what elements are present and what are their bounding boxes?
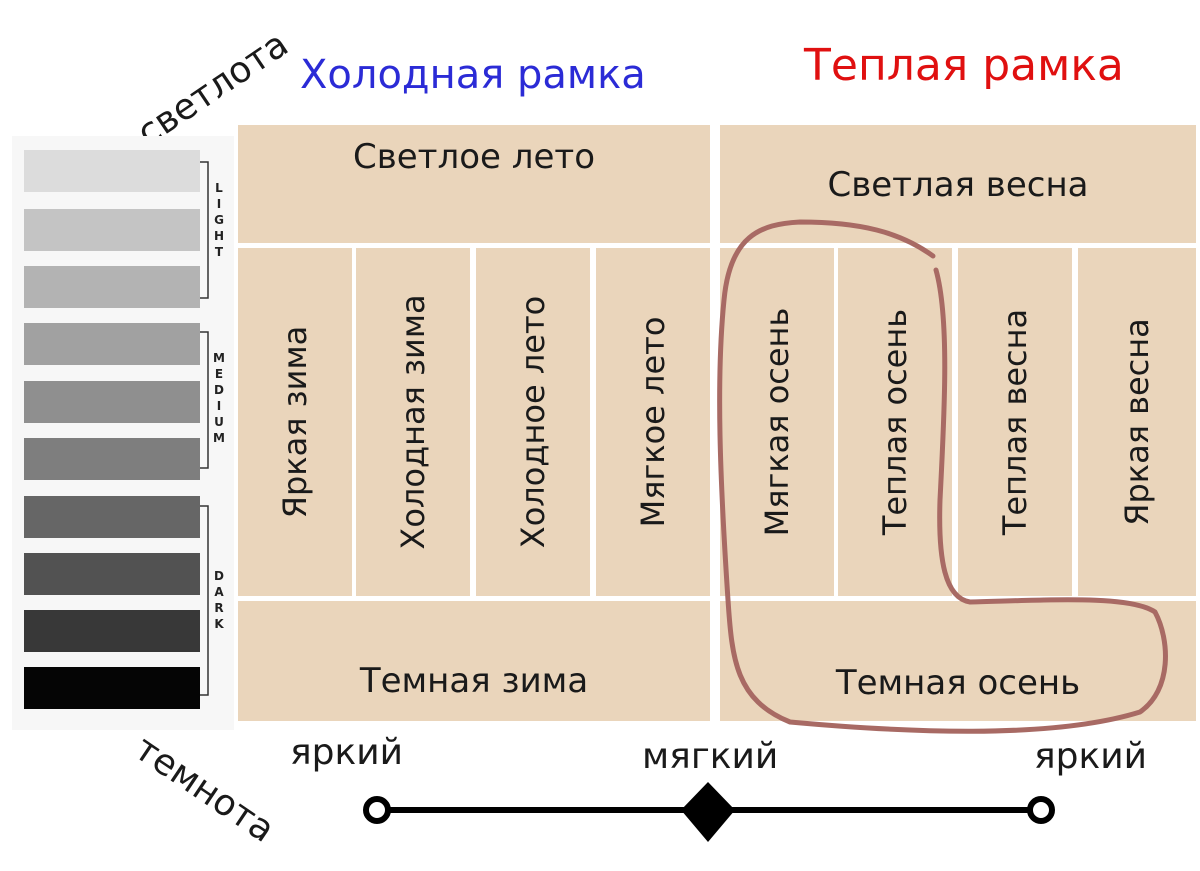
cell-light-summer: Светлое лето: [238, 125, 710, 243]
cell-dark-autumn: Темная осень: [720, 601, 1196, 721]
grayscale-swatch: [24, 209, 200, 251]
cell-label: Холодное лето: [514, 295, 552, 549]
cell-label: Теплая весна: [996, 308, 1034, 536]
cell-soft-summer: Мягкое лето: [596, 248, 710, 596]
cell-dark-winter: Темная зима: [238, 601, 710, 721]
grayscale-swatch: [24, 266, 200, 308]
grayscale-swatch: [24, 323, 200, 365]
cell-cold-summer: Холодное лето: [476, 248, 590, 596]
cell-label: Яркая зима: [276, 325, 314, 519]
soft-label: мягкий: [642, 736, 779, 777]
cell-light-spring: Светлая весна: [720, 125, 1196, 243]
cell-label: Темная осень: [835, 663, 1081, 703]
grayscale-swatch: [24, 553, 200, 595]
cell-warm-autumn: Теплая осень: [838, 248, 952, 596]
cell-label: Мягкая осень: [758, 307, 796, 537]
scale-line: [363, 782, 1055, 842]
darkness-label: темнота: [127, 728, 282, 851]
cell-warm-spring: Теплая весна: [958, 248, 1072, 596]
grayscale-swatch: [24, 150, 200, 192]
scale-left-endpoint: [363, 796, 391, 824]
cold-frame-heading: Холодная рамка: [300, 52, 646, 98]
warm-frame-heading: Теплая рамка: [804, 40, 1124, 91]
cell-label: Темная зима: [359, 661, 589, 701]
scale-right-endpoint: [1027, 796, 1055, 824]
bright-right-label: яркий: [1034, 736, 1148, 777]
cell-label: Теплая осень: [876, 308, 914, 536]
cell-label: Яркая весна: [1118, 318, 1156, 526]
cell-label: Светлая весна: [827, 165, 1089, 205]
cell-soft-autumn: Мягкая осень: [720, 248, 834, 596]
bright-left-label: яркий: [290, 732, 404, 773]
scale-center-diamond: [681, 782, 735, 842]
grayscale-brackets: [200, 161, 209, 696]
cell-bright-winter: Яркая зима: [238, 248, 352, 596]
cell-bright-spring: Яркая весна: [1078, 248, 1196, 596]
grayscale-swatch: [24, 610, 200, 652]
cell-label: Мягкое лето: [634, 316, 672, 528]
cell-label: Холодная зима: [394, 294, 432, 550]
cell-cold-winter: Холодная зима: [356, 248, 470, 596]
grayscale-swatch: [24, 496, 200, 538]
grayscale-swatch: [24, 667, 200, 709]
grayscale-swatch: [24, 381, 200, 423]
cell-label: Светлое лето: [352, 137, 596, 177]
grayscale-swatch: [24, 438, 200, 480]
